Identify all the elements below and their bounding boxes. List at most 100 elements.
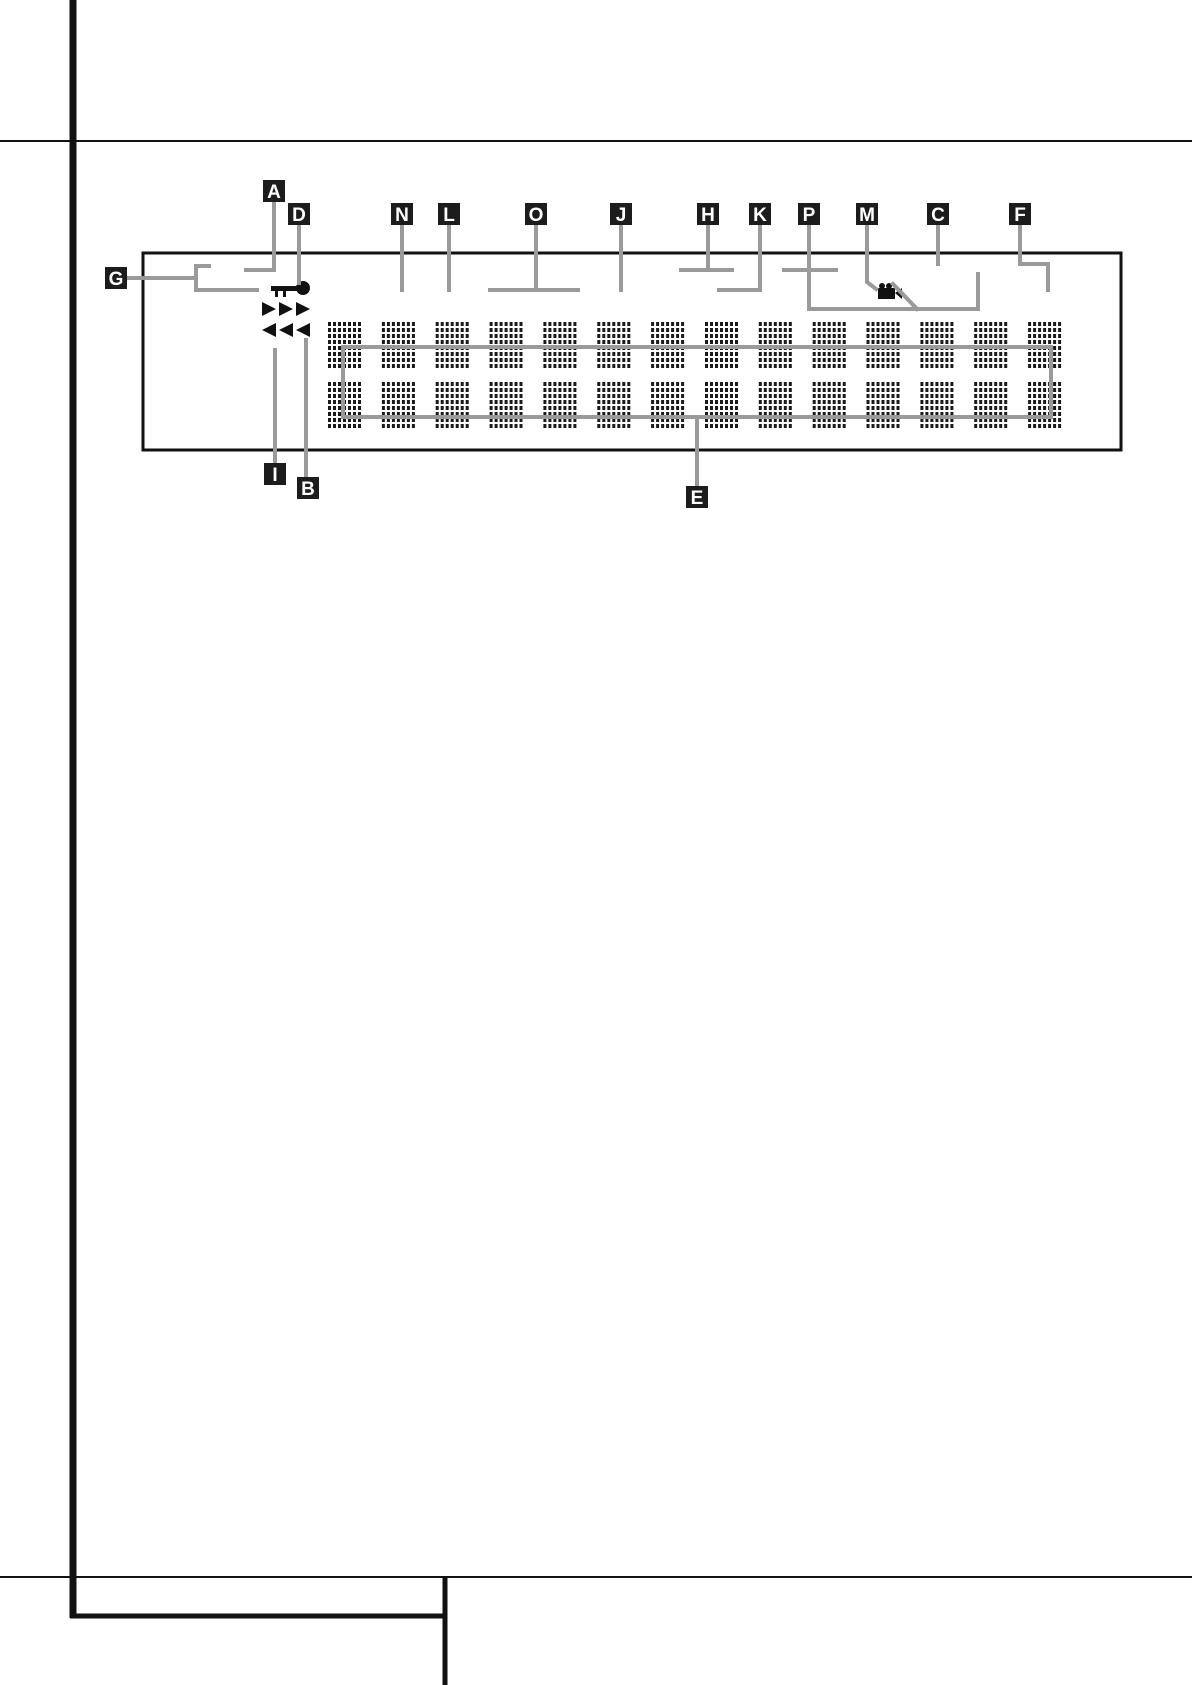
matrix-dot	[353, 334, 356, 338]
matrix-dot	[436, 388, 439, 392]
matrix-dot	[387, 352, 390, 356]
matrix-dot	[563, 352, 566, 356]
matrix-dot	[456, 394, 459, 398]
matrix-dot	[510, 322, 513, 326]
matrix-dot	[1053, 322, 1056, 326]
matrix-dot	[627, 424, 630, 428]
matrix-dot	[510, 382, 513, 386]
matrix-dot	[1004, 334, 1007, 338]
matrix-dot	[784, 358, 787, 362]
matrix-dot	[510, 394, 513, 398]
matrix-dot	[505, 328, 508, 332]
matrix-dot	[441, 406, 444, 410]
matrix-dot	[412, 406, 415, 410]
matrix-dot	[392, 322, 395, 326]
matrix-dot	[597, 400, 600, 404]
matrix-dot	[656, 364, 659, 368]
matrix-dot	[818, 364, 821, 368]
matrix-dot	[520, 334, 523, 338]
matrix-dot	[1038, 340, 1041, 344]
matrix-dot	[950, 322, 953, 326]
callout-n: N	[391, 203, 413, 226]
matrix-dot	[597, 382, 600, 386]
matrix-dot	[920, 400, 923, 404]
matrix-dot	[974, 322, 977, 326]
matrix-dot	[725, 352, 728, 356]
svg-text:F: F	[1014, 205, 1026, 226]
matrix-dot	[813, 334, 816, 338]
matrix-dot	[681, 322, 684, 326]
matrix-dot	[402, 358, 405, 362]
matrix-dot	[774, 400, 777, 404]
matrix-dot	[558, 394, 561, 398]
matrix-dot	[989, 364, 992, 368]
matrix-dot	[1004, 364, 1007, 368]
matrix-dot	[833, 322, 836, 326]
matrix-dot	[558, 364, 561, 368]
matrix-dot	[446, 322, 449, 326]
matrix-dot	[769, 388, 772, 392]
matrix-dot	[877, 334, 880, 338]
matrix-dot	[1028, 394, 1031, 398]
matrix-dot	[515, 382, 518, 386]
matrix-dot	[774, 394, 777, 398]
matrix-dot	[838, 388, 841, 392]
matrix-dot	[887, 400, 890, 404]
matrix-dot	[563, 394, 566, 398]
matrix-dot	[892, 358, 895, 362]
matrix-dot	[1038, 388, 1041, 392]
callout-p: P	[798, 203, 820, 226]
matrix-dot	[769, 328, 772, 332]
matrix-dot	[1058, 400, 1061, 404]
matrix-dot	[553, 358, 556, 362]
matrix-dot	[353, 424, 356, 428]
matrix-dot	[495, 352, 498, 356]
matrix-dot	[769, 406, 772, 410]
matrix-dot	[735, 424, 738, 428]
matrix-dot	[877, 388, 880, 392]
matrix-dot	[994, 334, 997, 338]
matrix-dot	[553, 340, 556, 344]
matrix-dot	[779, 394, 782, 398]
matrix-dot	[676, 340, 679, 344]
matrix-dot	[872, 328, 875, 332]
matrix-dot	[1043, 424, 1046, 428]
matrix-dot	[612, 394, 615, 398]
matrix-dot	[1038, 364, 1041, 368]
matrix-dot	[979, 358, 982, 362]
matrix-dot	[940, 322, 943, 326]
matrix-dot	[338, 322, 341, 326]
matrix-dot	[612, 424, 615, 428]
matrix-dot	[945, 352, 948, 356]
matrix-dot	[735, 388, 738, 392]
matrix-dot	[823, 388, 826, 392]
matrix-dot	[1028, 388, 1031, 392]
matrix-dot	[1038, 358, 1041, 362]
matrix-dot	[676, 400, 679, 404]
matrix-dot	[1048, 340, 1051, 344]
matrix-dot	[828, 364, 831, 368]
matrix-dot	[573, 358, 576, 362]
matrix-dot	[622, 328, 625, 332]
matrix-dot	[705, 358, 708, 362]
matrix-dot	[466, 400, 469, 404]
matrix-dot	[843, 424, 846, 428]
matrix-dot	[828, 328, 831, 332]
matrix-dot	[877, 400, 880, 404]
matrix-dot	[887, 382, 890, 386]
matrix-dot	[882, 328, 885, 332]
matrix-dot	[412, 358, 415, 362]
matrix-dot	[838, 364, 841, 368]
matrix-dot	[573, 400, 576, 404]
matrix-dot	[436, 364, 439, 368]
matrix-dot	[392, 394, 395, 398]
matrix-dot	[759, 400, 762, 404]
matrix-dot	[715, 382, 718, 386]
matrix-dot	[823, 352, 826, 356]
matrix-dot	[681, 328, 684, 332]
matrix-dot	[622, 394, 625, 398]
matrix-dot	[558, 388, 561, 392]
matrix-dot	[328, 352, 331, 356]
matrix-dot	[705, 388, 708, 392]
matrix-dot	[784, 400, 787, 404]
